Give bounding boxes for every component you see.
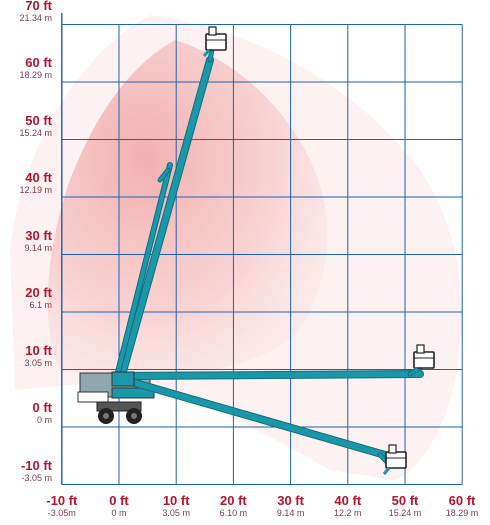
x-label-m: 12.2 m bbox=[334, 508, 362, 518]
boom-vertical-main bbox=[119, 57, 213, 378]
y-label-ft: 50 ft bbox=[25, 112, 52, 128]
basket-horizontal bbox=[410, 344, 435, 375]
x-label-m: 15.24 m bbox=[388, 508, 422, 518]
x-label-m: 3.05 m bbox=[162, 508, 190, 518]
basket-below bbox=[382, 444, 407, 475]
y-label-ft: -10 ft bbox=[20, 457, 52, 473]
x-label-ft: 50 ft bbox=[391, 493, 419, 508]
y-label-m: 0 m bbox=[36, 415, 52, 425]
x-label-m: 6.10 m bbox=[219, 508, 248, 518]
y-label-ft: 60 ft bbox=[25, 55, 52, 70]
y-label-m: 15.24 m bbox=[19, 127, 52, 138]
y-label-ft: 20 ft bbox=[25, 285, 52, 300]
y-label-ft: 0 ft bbox=[32, 400, 53, 415]
boom-vertical-link bbox=[158, 168, 170, 182]
y-label-m: -3.05 m bbox=[21, 472, 52, 483]
x-label-m: 18.29 m bbox=[445, 508, 479, 518]
y-label-m: 9.14 m bbox=[24, 242, 52, 253]
boom-horizontal-main bbox=[117, 371, 423, 379]
envelope-inner bbox=[47, 40, 328, 378]
x-label-ft: 30 ft bbox=[277, 493, 304, 508]
y-label-m: 21.34 m bbox=[19, 12, 52, 23]
y-label-m: 18.29 m bbox=[19, 70, 52, 80]
x-label-ft: 10 ft bbox=[162, 493, 190, 508]
jib-vertical bbox=[208, 48, 214, 62]
x-label-ft: -10 ft bbox=[46, 493, 78, 508]
y-label-m: 6.1 m bbox=[29, 300, 52, 310]
y-label-ft: 70 ft bbox=[25, 0, 52, 13]
y-label-ft: 10 ft bbox=[25, 342, 52, 358]
y-label-m: 3.05 m bbox=[24, 357, 52, 368]
boom-vertical-riser bbox=[116, 163, 172, 374]
x-label-ft: 0 ft bbox=[109, 493, 129, 508]
x-label-m: 9.14 m bbox=[276, 508, 305, 518]
y-label-ft: 40 ft bbox=[25, 170, 52, 185]
boom-below-main bbox=[122, 377, 388, 458]
y-label-ft: 30 ft bbox=[25, 227, 52, 243]
basket-vertical bbox=[202, 26, 227, 57]
x-label-m: -3.05m bbox=[47, 508, 76, 518]
x-label-m: 0 m bbox=[111, 508, 127, 518]
x-label-ft: 40 ft bbox=[334, 493, 362, 508]
turntable bbox=[111, 371, 135, 387]
boom-lift-illustration bbox=[77, 26, 435, 475]
x-label-ft: 60 ft bbox=[448, 493, 476, 508]
x-label-ft: 20 ft bbox=[220, 493, 247, 508]
y-label-m: 12.19 m bbox=[19, 185, 52, 195]
